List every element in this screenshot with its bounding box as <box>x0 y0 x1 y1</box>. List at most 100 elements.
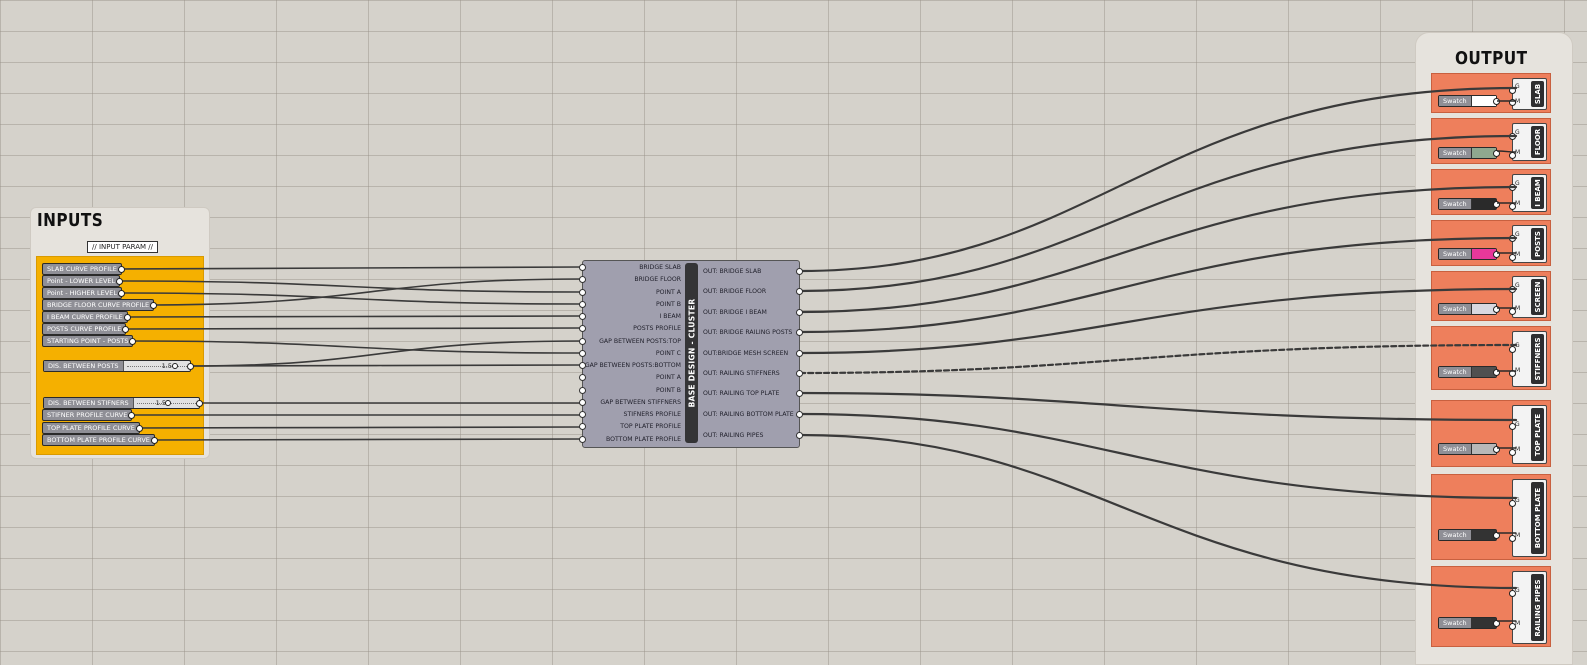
cluster-input-port[interactable] <box>579 423 586 430</box>
cluster-input-port[interactable] <box>579 264 586 271</box>
cluster-input-port[interactable] <box>579 399 586 406</box>
swatch-slab[interactable]: Swatch <box>1438 95 1500 107</box>
pin-m[interactable] <box>1509 623 1516 630</box>
preview-floor[interactable]: G M FLOOR <box>1509 123 1547 161</box>
swatch-posts[interactable]: Swatch <box>1438 248 1500 260</box>
param-stifner-profile-curve[interactable]: STIFNER PROFILE CURVE <box>42 409 136 421</box>
cluster-output-port[interactable] <box>796 370 803 377</box>
param-top-plate-profile-curve[interactable]: TOP PLATE PROFILE CURVE <box>42 422 143 434</box>
slider-value: 1.5 <box>155 399 166 407</box>
preview-stiffners[interactable]: G M STIFFNERS <box>1509 331 1547 387</box>
output-wires <box>798 86 1518 590</box>
pin-g[interactable] <box>1509 346 1516 353</box>
cluster-output-port[interactable] <box>796 390 803 397</box>
cluster-input-label: GAP BETWEEN POSTS:TOP <box>599 338 681 345</box>
g-label: G <box>1515 342 1520 349</box>
swatch-color[interactable] <box>1470 367 1496 377</box>
preview-title-bar: BOTTOM PLATE <box>1531 482 1544 554</box>
param-posts-curve-profile[interactable]: POSTS CURVE PROFILE <box>42 323 130 335</box>
cluster-input-port[interactable] <box>579 362 586 369</box>
pin-g[interactable] <box>1509 133 1516 140</box>
slider-knob-icon[interactable] <box>165 400 171 406</box>
cluster-input-label: POINT A <box>655 374 681 381</box>
slider-dis-between-posts[interactable]: DIS. BETWEEN POSTS 1.5 <box>43 360 194 372</box>
slider-value: 1.5 <box>161 362 172 370</box>
base-design-cluster[interactable]: BASE DESIGN - CLUSTER BRIDGE SLAB BRIDGE… <box>582 260 800 448</box>
cluster-output-port[interactable] <box>796 432 803 439</box>
preview-title: TOP PLATE <box>1533 413 1542 456</box>
pin-g[interactable] <box>1509 500 1516 507</box>
swatch-screen[interactable]: Swatch <box>1438 303 1500 315</box>
preview-posts[interactable]: G M POSTS <box>1509 225 1547 263</box>
swatch-color[interactable] <box>1470 148 1496 158</box>
cluster-output-port[interactable] <box>796 411 803 418</box>
preview-slab[interactable]: G M SLAB <box>1509 78 1547 110</box>
param-bottom-plate-profile-curve[interactable]: BOTTOM PLATE PROFILE CURVE <box>42 434 158 446</box>
cluster-input-port[interactable] <box>579 338 586 345</box>
preview-top-plate[interactable]: G M TOP PLATE <box>1509 405 1547 464</box>
cluster-output-port[interactable] <box>796 350 803 357</box>
pin-m[interactable] <box>1509 152 1516 159</box>
swatch-floor[interactable]: Swatch <box>1438 147 1500 159</box>
g-label: G <box>1515 421 1520 428</box>
pin-m[interactable] <box>1509 203 1516 210</box>
swatch-i-beam[interactable]: Swatch <box>1438 198 1500 210</box>
swatch-top-plate[interactable]: Swatch <box>1438 443 1500 455</box>
cluster-input-port[interactable] <box>579 387 586 394</box>
param-point-higher-level[interactable]: Point - HIGHER LEVEL <box>42 287 125 299</box>
cluster-input-port[interactable] <box>579 350 586 357</box>
swatch-color[interactable] <box>1470 96 1496 106</box>
pin-m[interactable] <box>1509 99 1516 106</box>
cluster-input-port[interactable] <box>579 374 586 381</box>
preview-title-bar: POSTS <box>1531 228 1544 260</box>
swatch-railing-pipes[interactable]: Swatch <box>1438 617 1500 629</box>
cluster-input-port[interactable] <box>579 276 586 283</box>
preview-railing-pipes[interactable]: G M RAILING PIPES <box>1509 571 1547 644</box>
swatch-color[interactable] <box>1470 249 1496 259</box>
pin-g[interactable] <box>1509 423 1516 430</box>
preview-i-beam[interactable]: G M I BEAM <box>1509 174 1547 212</box>
pin-g[interactable] <box>1509 87 1516 94</box>
swatch-color[interactable] <box>1470 199 1496 209</box>
cluster-output-port[interactable] <box>796 329 803 336</box>
m-label: M <box>1515 305 1521 312</box>
swatch-bottom-plate[interactable]: Swatch <box>1438 529 1500 541</box>
param-point-lower-level[interactable]: Point - LOWER LEVEL <box>42 275 124 287</box>
swatch-color[interactable] <box>1470 618 1496 628</box>
pin-m[interactable] <box>1509 535 1516 542</box>
slider-knob-icon[interactable] <box>172 363 178 369</box>
param-starting-point-posts[interactable]: STARTING POINT - POSTS <box>42 335 137 347</box>
swatch-stiffners[interactable]: Swatch <box>1438 366 1500 378</box>
cluster-input-port[interactable] <box>579 289 586 296</box>
slider-track[interactable]: 1.5 <box>122 361 190 371</box>
swatch-color[interactable] <box>1470 304 1496 314</box>
param-bridge-floor-curve-profile[interactable]: BRIDGE FLOOR CURVE PROFILE <box>42 299 158 311</box>
slider-dis-between-stiffners[interactable]: DIS. BETWEEN STIFNERS 1.5 <box>43 397 203 409</box>
cluster-input-port[interactable] <box>579 436 586 443</box>
preview-screen[interactable]: G M SCREEN <box>1509 276 1547 318</box>
cluster-output-port[interactable] <box>796 309 803 316</box>
cluster-output-port[interactable] <box>796 288 803 295</box>
swatch-color[interactable] <box>1470 530 1496 540</box>
wire <box>798 134 1518 293</box>
pin-m[interactable] <box>1509 370 1516 377</box>
preview-bottom-plate[interactable]: G M BOTTOM PLATE <box>1509 479 1547 557</box>
preview-title-bar: I BEAM <box>1531 177 1544 209</box>
pin-g[interactable] <box>1509 184 1516 191</box>
cluster-input-port[interactable] <box>579 301 586 308</box>
pin-g[interactable] <box>1509 286 1516 293</box>
output-card-railing-pipes: Swatch G M RAILING PIPES <box>1431 566 1551 647</box>
swatch-color[interactable] <box>1470 444 1496 454</box>
cluster-output-port[interactable] <box>796 268 803 275</box>
cluster-input-port[interactable] <box>579 411 586 418</box>
pin-g[interactable] <box>1509 590 1516 597</box>
param-slab-curve-profile[interactable]: SLAB CURVE PROFILE <box>42 263 125 275</box>
slider-track[interactable]: 1.5 <box>132 398 199 408</box>
cluster-input-port[interactable] <box>579 325 586 332</box>
pin-m[interactable] <box>1509 308 1516 315</box>
pin-m[interactable] <box>1509 254 1516 261</box>
pin-g[interactable] <box>1509 235 1516 242</box>
param-i-beam-curve-profile[interactable]: I BEAM CURVE PROFILE <box>42 311 131 323</box>
cluster-input-port[interactable] <box>579 313 586 320</box>
pin-m[interactable] <box>1509 449 1516 456</box>
